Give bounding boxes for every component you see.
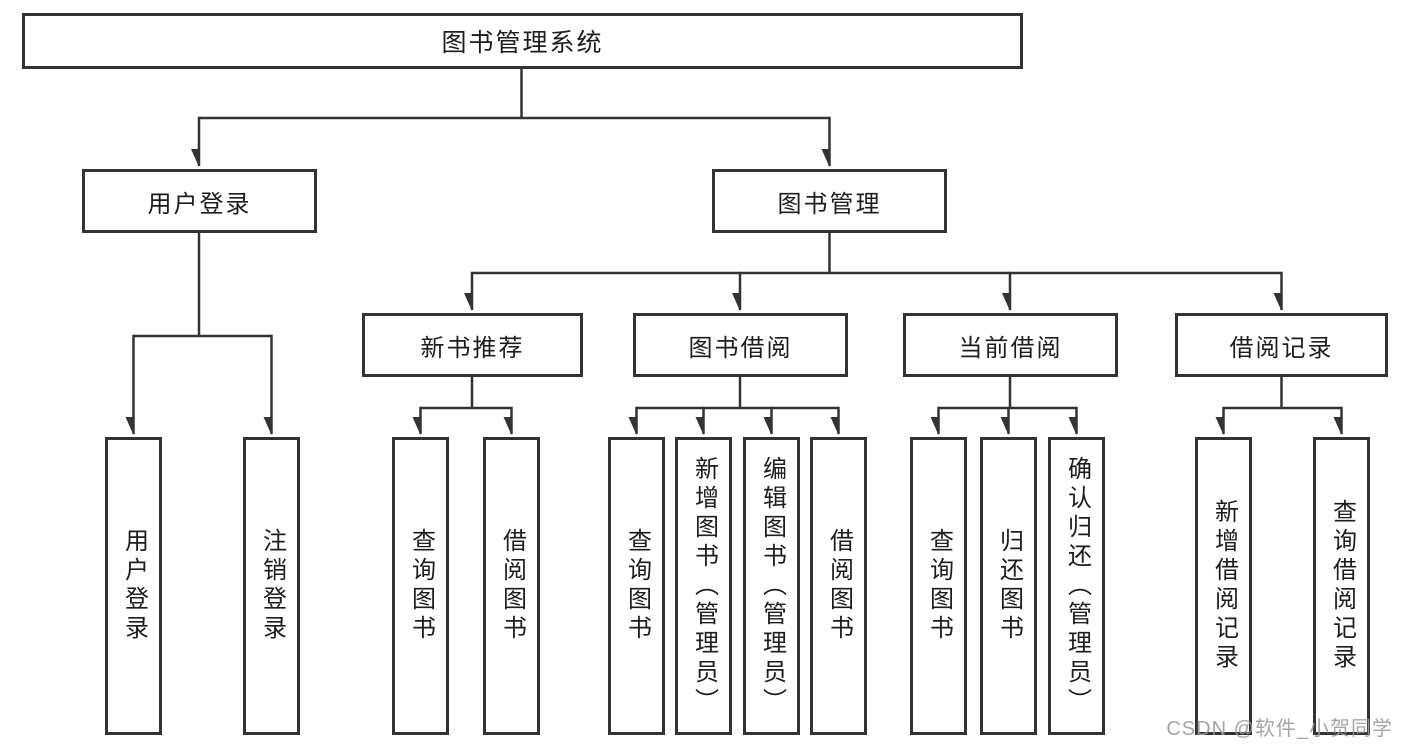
leaf-bb-borrow-books-label: 借阅图书 xyxy=(825,528,853,644)
leaf-br-query-record-label: 查询借阅记录 xyxy=(1328,499,1356,673)
leaf-nbr-borrow-books-label: 借阅图书 xyxy=(498,528,526,644)
leaf-bb-query-books: 查询图书 xyxy=(608,437,665,735)
csdn-watermark: CSDN @软件_小贺同学 xyxy=(1166,718,1393,740)
leaf-nbr-borrow-books: 借阅图书 xyxy=(483,437,540,735)
node-book-management-label: 图书管理 xyxy=(777,190,882,218)
leaf-user-login-label: 用户登录 xyxy=(120,528,148,644)
leaf-bb-edit-books-admin: 编辑图书（管理员） xyxy=(743,437,800,735)
leaf-cb-return-books: 归还图书 xyxy=(980,437,1037,735)
node-current-borrow: 当前借阅 xyxy=(903,313,1118,377)
leaf-cb-return-books-label: 归还图书 xyxy=(995,528,1023,644)
leaf-cb-query-books-label: 查询图书 xyxy=(925,528,953,644)
node-new-book-recommend-label: 新书推荐 xyxy=(420,334,525,362)
node-book-borrow: 图书借阅 xyxy=(633,313,848,377)
leaf-cb-confirm-return-admin-label: 确认归还（管理员） xyxy=(1063,455,1091,717)
node-user-login: 用户登录 xyxy=(82,169,317,233)
leaf-bb-add-books-admin: 新增图书（管理员） xyxy=(675,437,732,735)
leaf-br-query-record: 查询借阅记录 xyxy=(1313,437,1370,735)
leaf-logout-login: 注销登录 xyxy=(243,437,300,735)
node-book-management: 图书管理 xyxy=(712,169,947,233)
leaf-user-login: 用户登录 xyxy=(105,437,162,735)
leaf-br-add-record-label: 新增借阅记录 xyxy=(1210,499,1238,673)
leaf-nbr-query-books-label: 查询图书 xyxy=(407,528,435,644)
node-book-borrow-label: 图书借阅 xyxy=(688,334,793,362)
leaf-bb-borrow-books: 借阅图书 xyxy=(810,437,867,735)
leaf-cb-confirm-return-admin: 确认归还（管理员） xyxy=(1048,437,1105,735)
leaf-bb-query-books-label: 查询图书 xyxy=(623,528,651,644)
leaf-br-add-record: 新增借阅记录 xyxy=(1195,437,1252,735)
node-user-login-label: 用户登录 xyxy=(147,190,252,218)
node-current-borrow-label: 当前借阅 xyxy=(958,334,1063,362)
leaf-nbr-query-books: 查询图书 xyxy=(392,437,449,735)
node-library-management-system: 图书管理系统 xyxy=(22,13,1023,69)
leaf-bb-edit-books-admin-label: 编辑图书（管理员） xyxy=(758,455,786,717)
node-borrow-records: 借阅记录 xyxy=(1175,313,1388,377)
leaf-bb-add-books-admin-label: 新增图书（管理员） xyxy=(690,455,718,717)
node-borrow-records-label: 借阅记录 xyxy=(1229,334,1334,362)
leaf-cb-query-books: 查询图书 xyxy=(910,437,967,735)
node-library-management-system-label: 图书管理系统 xyxy=(441,29,604,57)
leaf-logout-login-label: 注销登录 xyxy=(258,528,286,644)
node-new-book-recommend: 新书推荐 xyxy=(362,313,583,377)
